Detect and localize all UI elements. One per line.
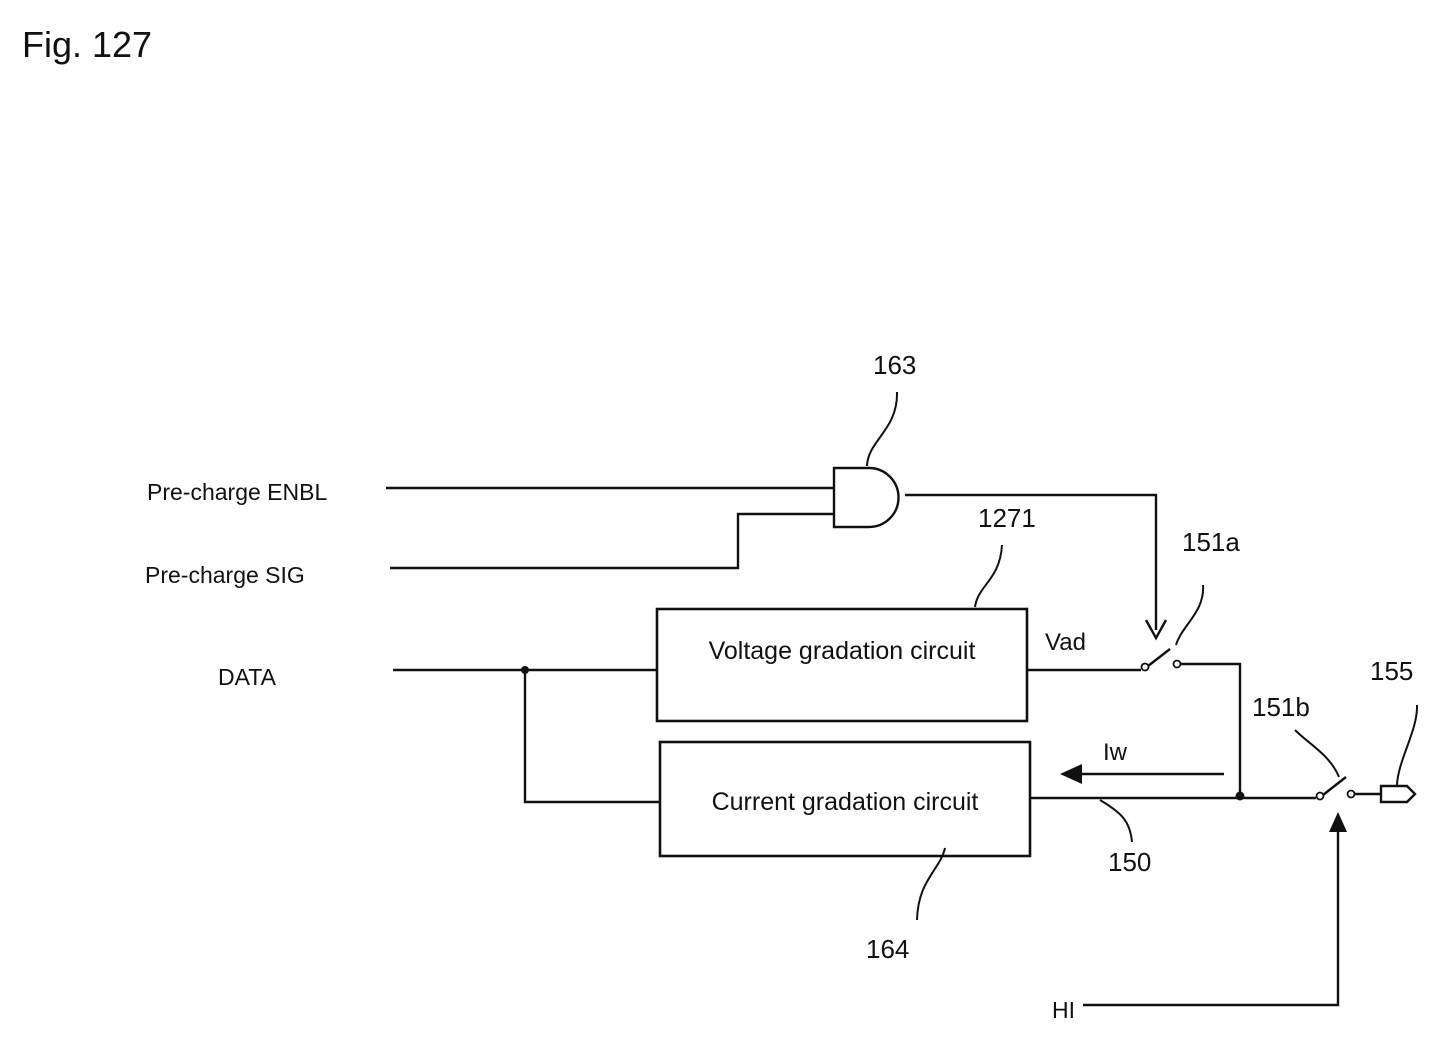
voltage-gradation-ref: 1271 (978, 503, 1036, 533)
switch-b-contact-right (1348, 791, 1355, 798)
switch-a-ref: 151a (1182, 527, 1240, 557)
iw-arrow-icon (1060, 764, 1082, 784)
switch-a-contact-right (1174, 661, 1181, 668)
switch-b-contact-left (1317, 793, 1324, 800)
switch-a-output-wire (1181, 664, 1240, 796)
switch-b-leader (1295, 730, 1339, 777)
switch-b-control-arrow-icon (1329, 812, 1347, 832)
hi-label: HI (1052, 997, 1075, 1023)
switch-b-ref: 151b (1252, 692, 1310, 722)
source-line-ref: 150 (1108, 847, 1151, 877)
precharge-sig-label: Pre-charge SIG (145, 562, 305, 588)
and-gate-ref: 163 (873, 350, 916, 380)
switch-a-blade (1148, 649, 1170, 666)
data-junction-dot (521, 666, 529, 674)
and-gate-leader (867, 392, 897, 466)
voltage-gradation-label: Voltage gradation circuit (709, 637, 976, 665)
figure-title: Fig. 127 (22, 24, 152, 65)
switch-a-contact-left (1142, 664, 1149, 671)
vad-label: Vad (1045, 629, 1086, 656)
source-line-leader (1100, 800, 1132, 842)
terminal-ref: 155 (1370, 656, 1413, 686)
iw-label: Iw (1103, 739, 1128, 766)
node-junction-dot (1236, 792, 1245, 801)
current-gradation-label: Current gradation circuit (712, 788, 979, 816)
precharge-enbl-label: Pre-charge ENBL (147, 479, 327, 505)
voltage-ref-leader (975, 545, 1002, 607)
terminal-leader (1397, 705, 1417, 785)
switch-b-blade (1323, 777, 1346, 795)
data-branch-wire (525, 670, 660, 802)
and-gate-icon (834, 468, 899, 527)
switch-a-leader (1176, 585, 1203, 645)
terminal-155-icon (1381, 786, 1415, 802)
current-ref-leader (917, 848, 945, 920)
voltage-gradation-circuit (657, 609, 1027, 721)
current-gradation-ref: 164 (866, 934, 909, 964)
precharge-sig-wire (390, 514, 834, 568)
data-label: DATA (218, 664, 277, 690)
